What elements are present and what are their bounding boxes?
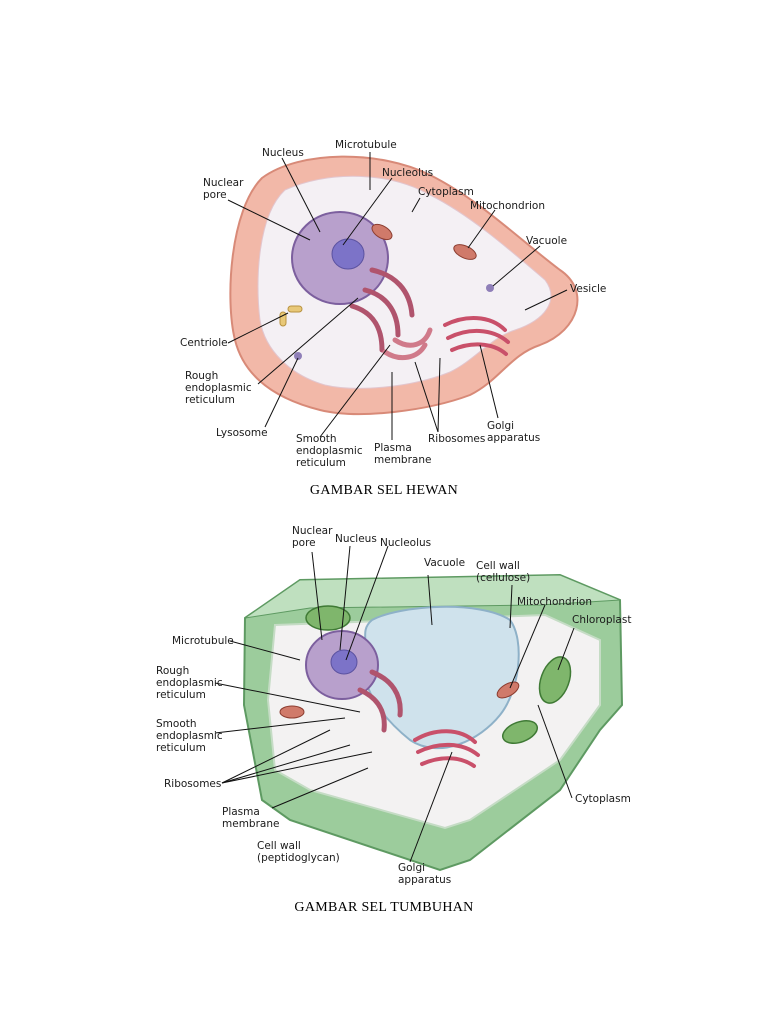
animal-leader-lines — [227, 152, 568, 440]
plant-label-cell-wall-peptidoglycan: Cell wall (peptidoglycan) — [257, 840, 340, 864]
plant-label-cell-wall-cellulose: Cell wall (cellulose) — [476, 560, 531, 584]
plant-label-vacuole: Vacuole — [424, 557, 466, 569]
animal-label-plasma-membrane: Plasma membrane — [374, 442, 432, 466]
animal-nucleolus — [331, 238, 365, 270]
animal-label-cytoplasm: Cytoplasm — [418, 186, 474, 198]
animal-label-nucleolus: Nucleolus — [382, 167, 434, 179]
animal-centriole — [287, 305, 303, 313]
animal-label-nucleus: Nucleus — [262, 147, 304, 159]
animal-smooth-er — [382, 327, 433, 361]
animal-label-vacuole: Vacuole — [526, 235, 568, 247]
animal-label-centriole: Centriole — [180, 337, 228, 349]
plant-label-golgi: Golgi apparatus — [398, 862, 452, 886]
animal-label-rough-er: Rough endoplasmic reticulum — [185, 370, 252, 406]
animal-label-vesicle: Vesicle — [570, 283, 607, 295]
animal-mitochondrion — [371, 223, 393, 241]
plant-label-mitochondrion: Mitochondrion — [517, 596, 593, 608]
animal-label-ribosomes: Ribosomes — [428, 433, 486, 445]
plant-label-plasma-membrane: Plasma membrane — [222, 806, 280, 830]
plant-label-smooth-er: Smooth endoplasmic reticulum — [156, 718, 223, 754]
plant-label-nucleolus: Nucleolus — [380, 537, 432, 549]
animal-label-mitochondrion: Mitochondrion — [470, 200, 546, 212]
animal-golgi — [443, 316, 510, 356]
animal-cell-caption: GAMBAR SEL HEWAN — [309, 483, 459, 498]
plant-label-rough-er: Rough endoplasmic reticulum — [156, 665, 223, 701]
plant-label-nuclear-pore: Nuclear pore — [292, 525, 333, 549]
animal-vacuole — [486, 284, 494, 292]
animal-centriole — [279, 311, 287, 327]
plant-label-nucleus: Nucleus — [335, 533, 377, 545]
plant-label-cytoplasm: Cytoplasm — [575, 793, 631, 805]
animal-mitochondrion — [453, 244, 477, 260]
animal-label-lysosome: Lysosome — [216, 427, 268, 439]
animal-lysosome — [294, 352, 302, 360]
animal-label-smooth-er: Smooth endoplasmic reticulum — [296, 433, 363, 469]
plant-label-microtubule: Microtubule — [172, 635, 234, 647]
animal-rough-er — [349, 267, 415, 353]
plant-cell-caption: GAMBAR SEL TUMBUHAN — [294, 900, 474, 915]
plant-label-ribosomes: Ribosomes — [164, 778, 222, 790]
plant-label-chloroplast: Chloroplast — [572, 614, 632, 626]
animal-label-nuclear-pore: Nuclear pore — [203, 177, 244, 201]
animal-label-microtubule: Microtubule — [335, 139, 397, 151]
animal-label-golgi: Golgi apparatus — [487, 420, 541, 444]
